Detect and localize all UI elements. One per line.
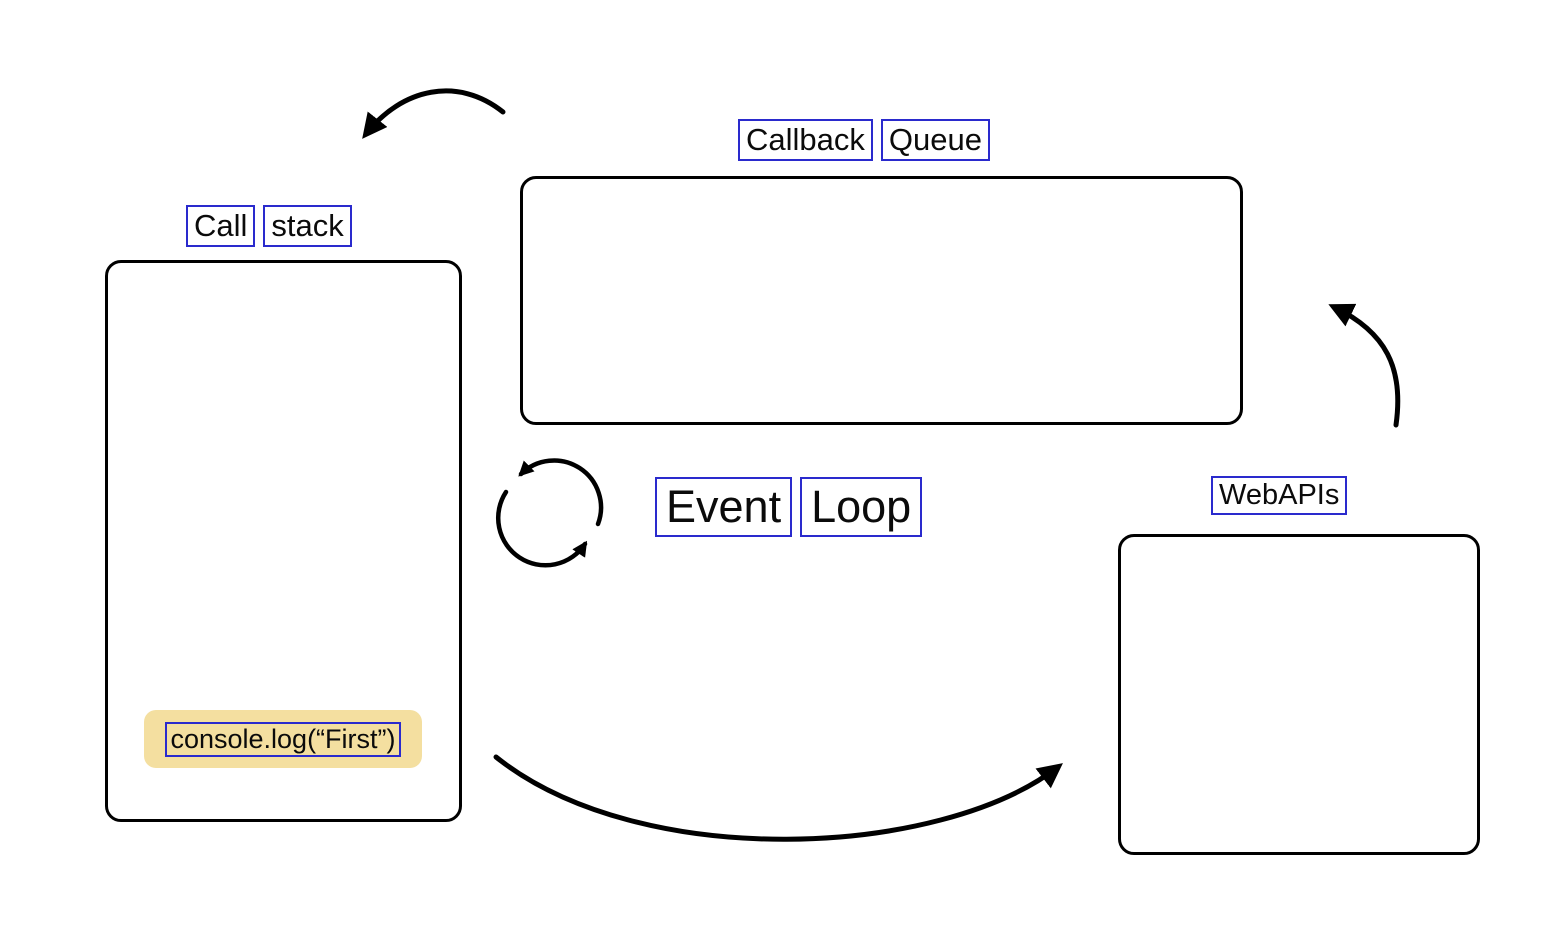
callback-queue-label-word: Queue	[880, 119, 990, 161]
call-stack-label-word: stack	[263, 205, 352, 247]
stack-item-console-log: console.log(“First”)	[144, 710, 422, 768]
stack-item-text: console.log(“First”)	[165, 721, 401, 757]
arrow-callback-queue-to-call-stack	[362, 88, 506, 139]
arrow-webapis-to-callback-queue	[1328, 303, 1401, 428]
event-loop-label-word: Event	[655, 477, 793, 537]
arrow-call-stack-to-webapis	[493, 754, 1063, 842]
webapis-label-word: WebAPIs	[1211, 476, 1348, 515]
webapis-label: WebAPIs	[1211, 476, 1348, 515]
cycle-arc-top	[518, 458, 604, 527]
event-loop-cycle-icon	[495, 458, 604, 568]
event-loop-label: Event Loop	[655, 477, 923, 537]
webapis-box	[1118, 534, 1480, 855]
callback-queue-box	[520, 176, 1243, 425]
call-stack-label: Call stack	[186, 205, 352, 247]
callback-queue-label-word: Callback	[738, 119, 873, 161]
cycle-arc-bottom	[495, 489, 588, 568]
call-stack-box	[105, 260, 462, 822]
callback-queue-label: Callback Queue	[738, 119, 990, 161]
call-stack-label-word: Call	[186, 205, 256, 247]
event-loop-label-word: Loop	[800, 477, 923, 537]
